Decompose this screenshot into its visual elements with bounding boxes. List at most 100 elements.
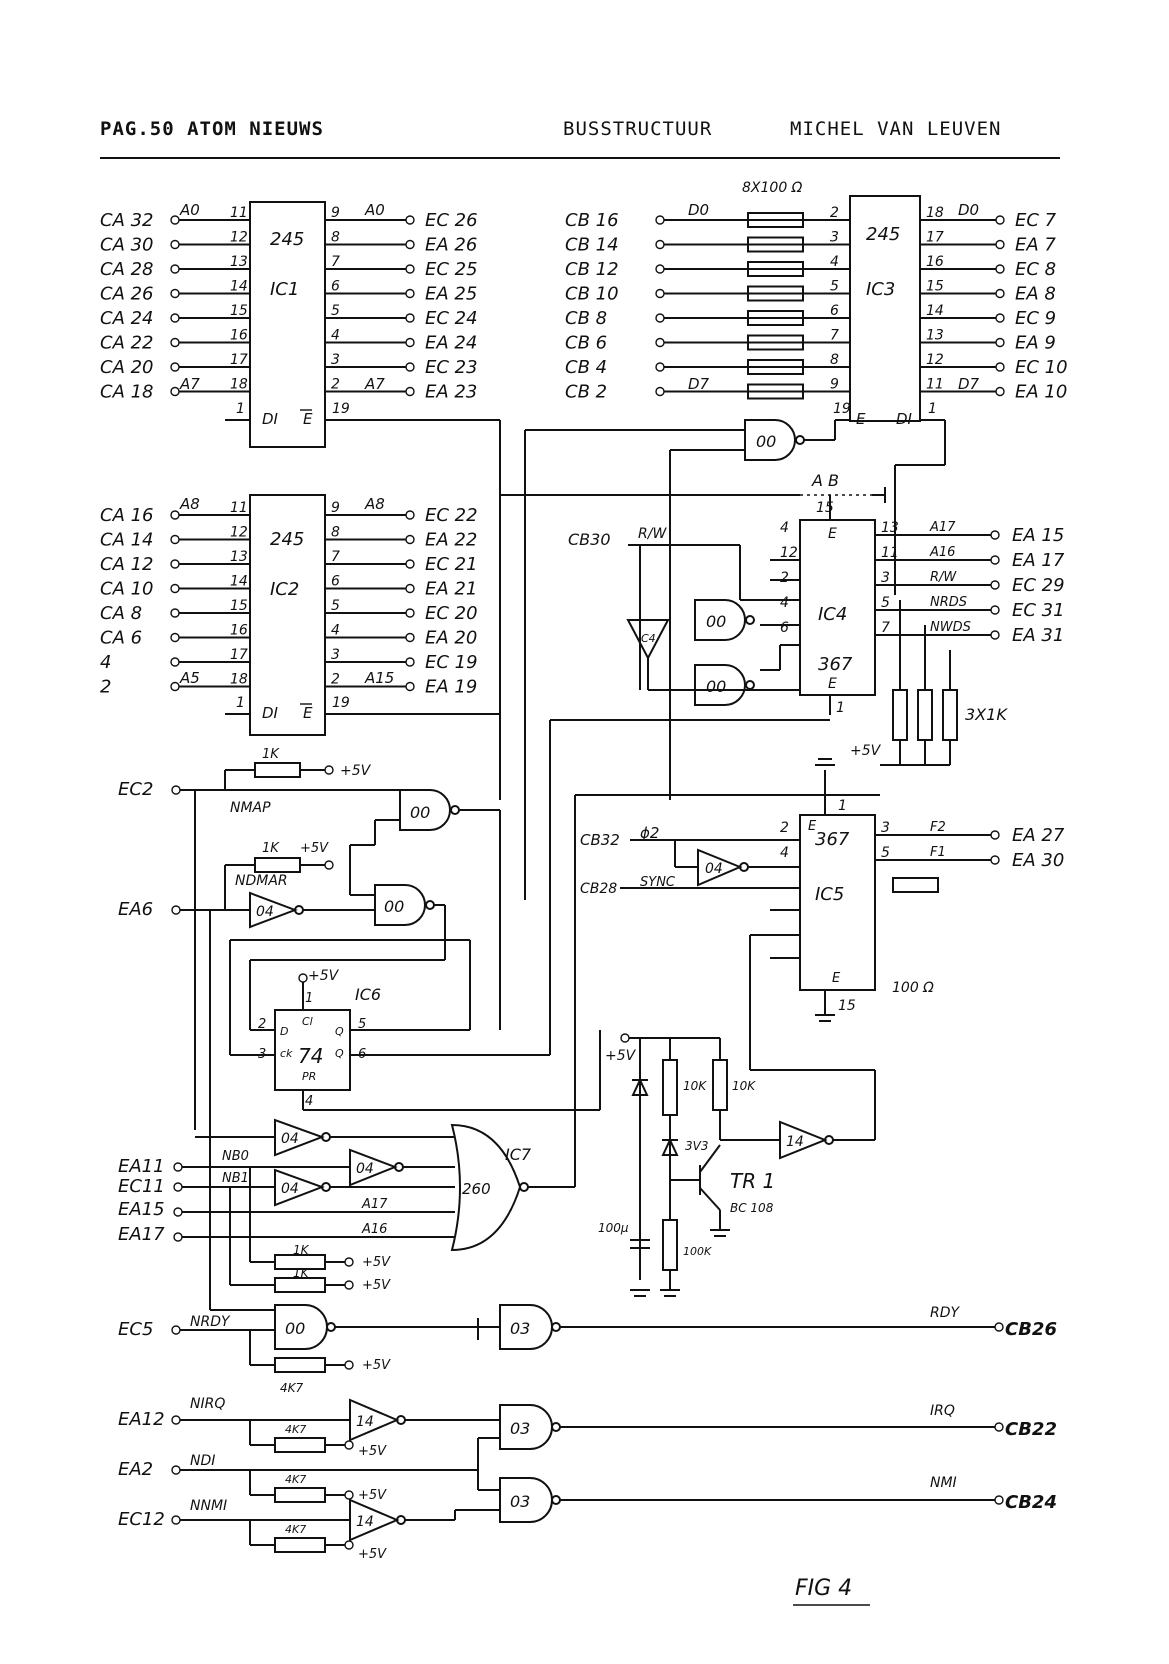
- ic4-right-terminal: [990, 580, 1000, 590]
- ic5-body: [799, 814, 876, 991]
- ic4-signal: A17: [929, 520, 956, 535]
- ic3-right-pin: 17: [926, 230, 944, 246]
- ic4-right-terminal: [990, 605, 1000, 615]
- ic7-type: 260: [462, 1180, 491, 1198]
- ic2-left-conn: CA 14: [100, 530, 154, 551]
- tr1-supply: +5V: [605, 1048, 637, 1064]
- ic1-left-pin: 12: [230, 230, 248, 246]
- ic3-right-terminal: [995, 264, 1005, 274]
- ic4-right-pin: 7: [881, 620, 890, 636]
- conn-ec11-terminal: [173, 1182, 183, 1192]
- ic1-left-pin: 14: [230, 279, 248, 295]
- ndmar-pullup-supply: +5V: [300, 841, 329, 856]
- ic4-left-pin: 2: [780, 570, 789, 586]
- ic2-right-pin: 6: [331, 574, 340, 590]
- conn-cb24: CB24: [1005, 1492, 1057, 1513]
- ic5-right-terminal: [990, 855, 1000, 865]
- ic6-lbl-cl: Cl: [302, 1015, 313, 1028]
- irq-pullup-resistor: [274, 1437, 326, 1453]
- ic3-right-conn: EC 9: [1015, 308, 1056, 329]
- ic3-right-terminal: [995, 288, 1005, 299]
- ic4-nand-lower-body: [694, 664, 746, 706]
- ic2-left-conn: 2: [100, 677, 111, 698]
- ic7-inv-low-label: 04: [281, 1181, 299, 1197]
- ic2-sig-right-last: A15: [364, 669, 394, 687]
- ic3-right-conn: EC 7: [1015, 210, 1057, 231]
- ic1-sig-left-first: A0: [179, 201, 200, 219]
- ic6-lbl-q: Q: [335, 1025, 344, 1038]
- header-author: MICHEL VAN LEUVEN: [790, 118, 1002, 140]
- ic3-left-pin: 8: [830, 352, 839, 368]
- ndmar-pullup-value: 1K: [262, 841, 280, 856]
- ic2-body: [249, 494, 326, 736]
- nmi-oc-label: 03: [510, 1492, 530, 1511]
- ic3-left-pin: 2: [830, 205, 839, 221]
- ic4-right-conn: EC 31: [1012, 600, 1065, 621]
- ic5-type: 367: [815, 829, 850, 850]
- header-section: BUSSTRUCTUUR: [563, 118, 713, 140]
- nnmi-label: NNMI: [190, 1498, 227, 1514]
- ic2-right-terminal: [405, 534, 415, 545]
- ic6-lbl-d: D: [280, 1025, 288, 1038]
- ic2-right-terminal: [405, 583, 415, 594]
- ic4-right-terminal: [990, 630, 1000, 640]
- ic4-cap-inverter: [626, 619, 670, 661]
- ic1-sig-right-last: A7: [364, 375, 385, 393]
- irq-pullup-value: 4K7: [285, 1423, 306, 1436]
- ic2-right-conn: EA 20: [425, 628, 477, 649]
- ic5-right-pin: 5: [881, 845, 890, 861]
- ic3-resistor-label: 8X100 Ω: [742, 180, 803, 196]
- ndmar-inverter-label: 04: [256, 904, 274, 920]
- tr1-r10k-a: [662, 1059, 678, 1116]
- header-page-title: PAG.50 ATOM NIEUWS: [100, 118, 324, 140]
- ic3-series-resistor: [747, 359, 804, 375]
- tr1-inverter-body: [779, 1120, 828, 1160]
- ic2-right-terminal: [405, 559, 415, 569]
- ic2-name: IC2: [270, 579, 299, 600]
- conn-cb22-terminal: [994, 1422, 1004, 1432]
- ic5-cb28: CB28: [580, 881, 617, 897]
- irq-pullup-supply: +5V: [358, 1444, 387, 1459]
- ic1-left-conn: CA 26: [100, 284, 154, 305]
- ic3-right-terminal: [995, 313, 1005, 323]
- ic2-left-terminal: [170, 583, 180, 594]
- ic4-rw: R/W: [638, 526, 667, 542]
- ic2-left-pin: 18: [230, 672, 248, 688]
- ic6-type: 74: [298, 1044, 323, 1068]
- ic4-signal: NWDS: [930, 620, 971, 635]
- conn-ea11: EA11: [118, 1156, 165, 1177]
- tr1-r10k-b: [712, 1059, 728, 1111]
- conn-ec5-terminal: [171, 1325, 181, 1335]
- ic2-right-conn: EA 22: [425, 530, 477, 551]
- tr1-r10k-a-value: 10K: [683, 1079, 707, 1093]
- ic2-right-conn: EC 19: [425, 652, 478, 673]
- ic2-right-terminal: [405, 608, 415, 618]
- ic3-right-pin: 13: [926, 328, 944, 344]
- rdy-section: EC5 NRDY 00 4K7 +5V 03 RDY CB26: [118, 1304, 1057, 1395]
- ic1-type: 245: [270, 229, 304, 250]
- ic3-pin-e: 19: [833, 401, 851, 417]
- rdy-pullup-resistor: [274, 1357, 326, 1373]
- ic4-right-conn: EA 15: [1012, 525, 1064, 546]
- nmap-pullup-supply: +5V: [340, 763, 372, 779]
- ic5-e-top: E: [808, 819, 817, 834]
- ic5: 367 IC5 E E 1 15 CB32 CB28 ϕ2 SYNC 04: [574, 758, 1065, 1120]
- ndmar-nand-body: [374, 884, 426, 926]
- ic3-left-conn: CB 2: [565, 382, 607, 403]
- ic2-left-pin: 14: [230, 574, 248, 590]
- ic1-right-terminal: [405, 264, 415, 274]
- nmap-pullup-terminal: [324, 765, 334, 775]
- pullup-label: 3X1K: [965, 705, 1008, 724]
- ic1-right-terminal: [405, 337, 415, 348]
- ic4-left-pin: 6: [780, 620, 789, 636]
- ic4-right-terminal: [990, 555, 1000, 565]
- pullup-r1: [892, 689, 908, 741]
- ic3-type: 245: [866, 224, 900, 245]
- conn-cb22: CB22: [1005, 1419, 1057, 1440]
- ic4-right-conn: EA 17: [1012, 550, 1065, 571]
- conn-ec11: EC11: [118, 1176, 165, 1197]
- ic1-right-pin: 9: [331, 205, 340, 221]
- ic4-cap-label: C4: [641, 632, 656, 645]
